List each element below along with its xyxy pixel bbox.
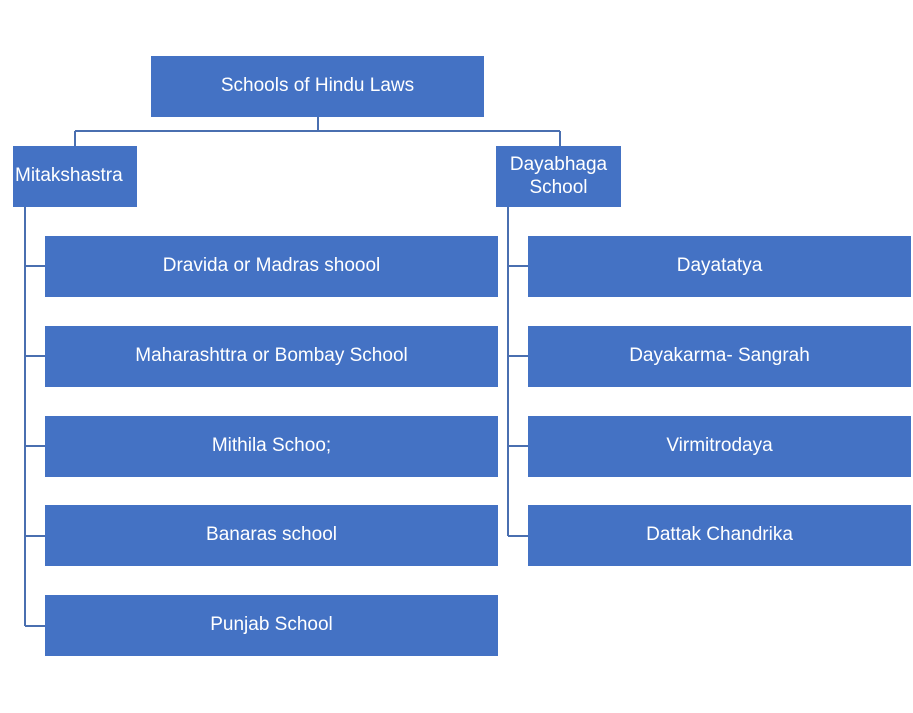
leaf-label: Dayatatya (676, 255, 763, 277)
root-label: Schools of Hindu Laws (220, 75, 415, 97)
leaf-label: Banaras school (206, 524, 337, 546)
leaf-node-mithila: Mithila Schoo; (45, 416, 498, 477)
branch-label: Mitakshastra (15, 165, 123, 187)
leaf-label: Dravida or Madras shoool (162, 255, 381, 277)
leaf-node-dravida: Dravida or Madras shoool (45, 236, 498, 297)
root-node: Schools of Hindu Laws (151, 56, 484, 117)
branch-label: Dayabhaga School (509, 153, 608, 198)
leaf-node-maharashtra: Maharashttra or Bombay School (45, 326, 498, 387)
leaf-node-dayatatya: Dayatatya (528, 236, 911, 297)
branch-node-mitakshastra: Mitakshastra (13, 146, 137, 207)
leaf-node-dayakarma-sangrah: Dayakarma- Sangrah (528, 326, 911, 387)
leaf-label: Dattak Chandrika (646, 524, 793, 546)
leaf-label: Punjab School (210, 614, 333, 636)
leaf-node-dattak-chandrika: Dattak Chandrika (528, 505, 911, 566)
root-connector (74, 117, 561, 146)
leaf-label: Virmitrodaya (666, 435, 773, 457)
leaf-node-virmitrodaya: Virmitrodaya (528, 416, 911, 477)
leaf-label: Maharashttra or Bombay School (135, 345, 408, 367)
leaf-node-punjab: Punjab School (45, 595, 498, 656)
leaf-node-banaras: Banaras school (45, 505, 498, 566)
branch-node-dayabhaga: Dayabhaga School (496, 146, 621, 207)
leaf-label: Mithila Schoo; (211, 435, 332, 457)
leaf-label: Dayakarma- Sangrah (629, 345, 810, 367)
